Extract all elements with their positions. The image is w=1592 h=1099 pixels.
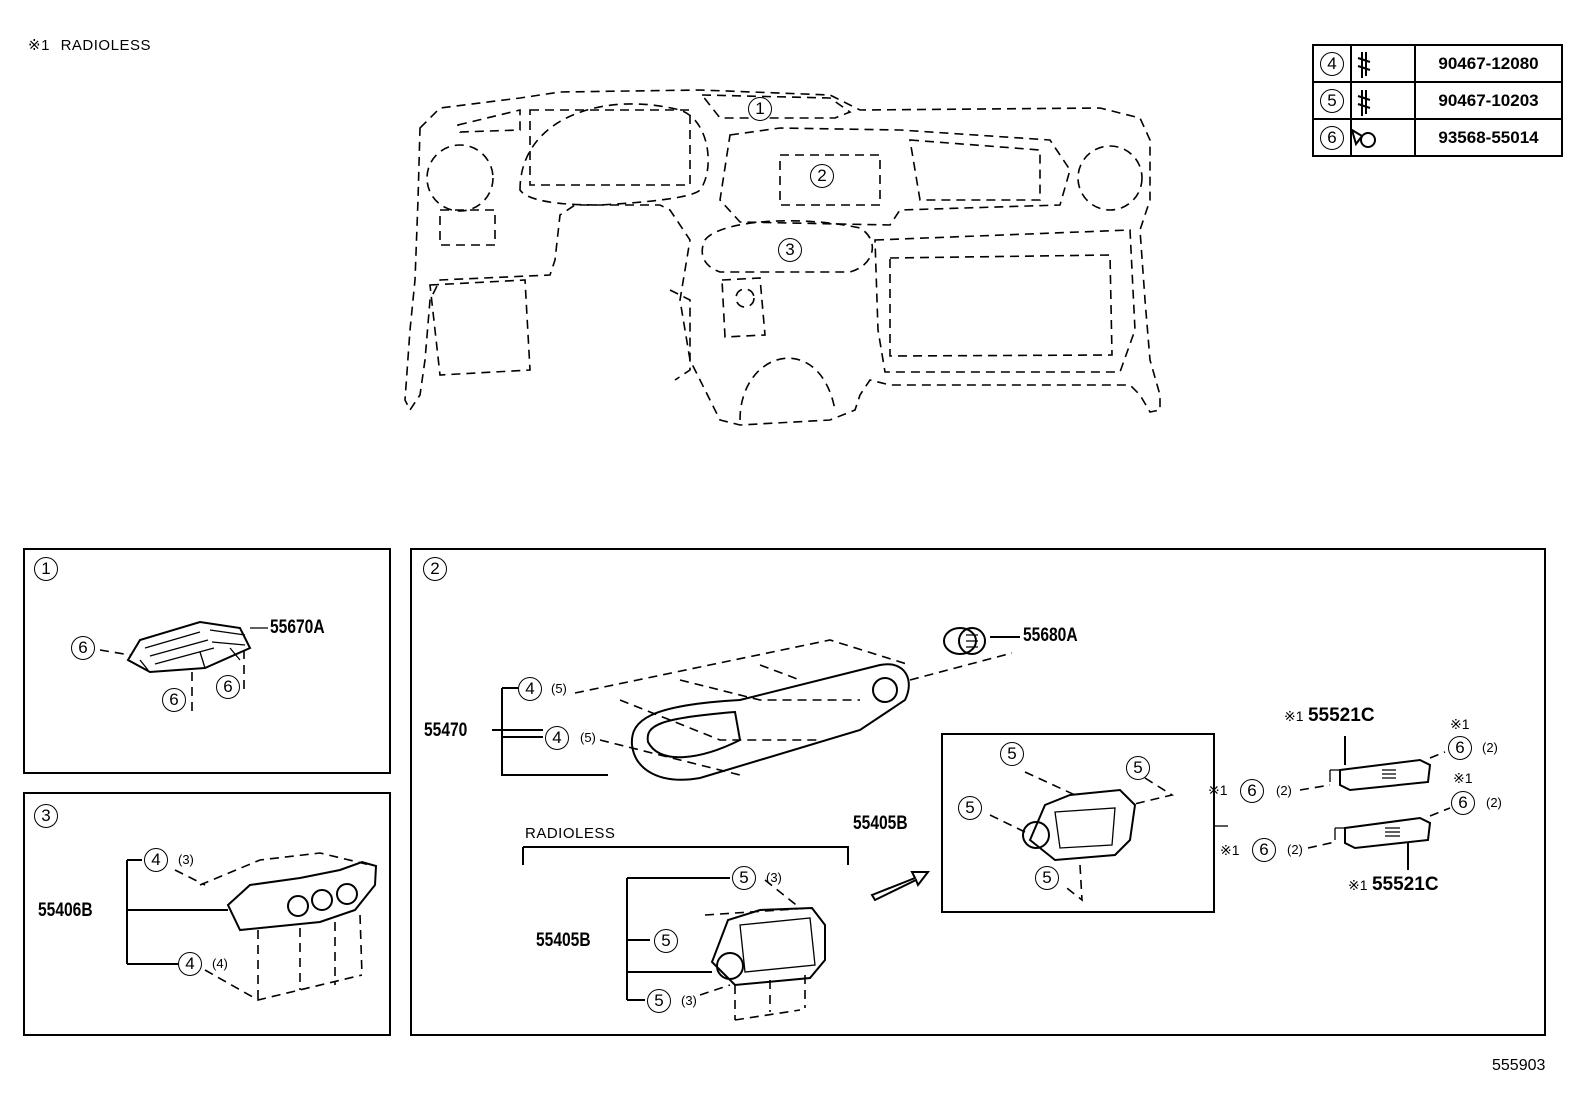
- panel-id: 2: [423, 557, 447, 581]
- legend-part-number: 90467-12080: [1414, 44, 1563, 83]
- quantity-label: (5): [551, 681, 567, 696]
- quantity-label: (5): [580, 730, 596, 745]
- fastener-ref: 5: [1126, 756, 1150, 780]
- quantity-label: (2): [1276, 783, 1292, 798]
- fastener-ref: 6: [1451, 791, 1475, 815]
- fastener-ref: 5: [647, 989, 671, 1013]
- legend-row: 4 90467-12080: [1312, 44, 1563, 83]
- legend-row: 5 90467-10203: [1312, 81, 1563, 120]
- fastener-ref: 5: [958, 796, 982, 820]
- pocket-label-bottom[interactable]: ※1 55521C: [1348, 874, 1439, 896]
- quantity-label: (3): [178, 852, 194, 867]
- note-text: RADIOLESS: [60, 37, 151, 54]
- fastener-ref: 5: [732, 866, 756, 890]
- radioless-symbol: ※1: [1284, 708, 1304, 724]
- panel1-drawing: [99, 620, 268, 712]
- fastener-ref: 5: [654, 929, 678, 953]
- legend-ref: 6: [1320, 125, 1344, 150]
- fastener-ref: 6: [1240, 779, 1264, 803]
- legend-row: 6 93568-55014: [1312, 118, 1563, 157]
- legend-ref: 5: [1320, 88, 1344, 113]
- quantity-label: (4): [212, 956, 228, 971]
- clip-icon: [1350, 44, 1416, 83]
- legend-part-number: 90467-10203: [1414, 81, 1563, 120]
- quantity-label: (3): [766, 870, 782, 885]
- fastener-ref: 4: [518, 677, 542, 701]
- legend-part-number: 93568-55014: [1414, 118, 1563, 157]
- part-number-label[interactable]: 55680A: [1023, 625, 1078, 646]
- note-symbol: ※1: [28, 37, 50, 54]
- screw-icon: [1350, 118, 1416, 157]
- part-number-label: 55521C: [1307, 705, 1375, 726]
- clip-icon: [1350, 81, 1416, 120]
- panel-id: 3: [34, 804, 58, 828]
- panel2-inset-drawing: [941, 733, 1228, 913]
- pocket-label-top[interactable]: ※1 55521C: [1284, 705, 1375, 727]
- fastener-ref: 6: [216, 675, 240, 699]
- fastener-ref: 5: [1035, 866, 1059, 890]
- quantity-label: (2): [1486, 795, 1502, 810]
- legend-ref: 4: [1320, 51, 1344, 76]
- panel2-radioless-drawing: [522, 846, 931, 1021]
- overview-callout[interactable]: 2: [810, 164, 834, 188]
- dashboard-overview-drawing: [404, 89, 1161, 426]
- fastener-ref: 4: [144, 848, 168, 872]
- radioless-label: RADIOLESS: [525, 825, 616, 842]
- part-number-label: 55521C: [1371, 874, 1439, 895]
- fastener-ref: 6: [1448, 736, 1472, 760]
- detail-panel-3: [23, 792, 391, 1036]
- panel2-bezel-drawing: [492, 627, 1020, 781]
- radioless-symbol: ※1: [1220, 842, 1240, 858]
- radioless-symbol: ※1: [1450, 716, 1470, 732]
- part-number-label[interactable]: 55405B: [853, 813, 908, 834]
- radioless-symbol: ※1: [1208, 782, 1228, 798]
- quantity-label: (2): [1482, 740, 1498, 755]
- quantity-label: (2): [1287, 842, 1303, 857]
- panel-id: 1: [34, 557, 58, 581]
- panel2-pocket-drawing: [1299, 736, 1451, 870]
- detail-panel-2: [410, 548, 1546, 1036]
- part-number-label[interactable]: 55405B: [536, 930, 591, 951]
- quantity-label: (3): [681, 993, 697, 1008]
- fastener-legend: 4 90467-12080 5 90467-10203 6 93568-5501…: [1312, 44, 1563, 157]
- fastener-ref: 6: [162, 688, 186, 712]
- fastener-ref: 5: [1000, 742, 1024, 766]
- fastener-ref: 6: [1252, 838, 1276, 862]
- drawing-number: 555903: [1492, 1057, 1546, 1074]
- radioless-symbol: ※1: [1348, 877, 1368, 893]
- overview-callout[interactable]: 1: [748, 97, 772, 121]
- fastener-ref: 6: [71, 636, 95, 660]
- header-note: ※1 RADIOLESS: [28, 36, 151, 54]
- panel3-drawing: [126, 852, 378, 1001]
- radioless-symbol: ※1: [1453, 770, 1473, 786]
- part-number-label[interactable]: 55470: [424, 720, 468, 741]
- detail-panel-1: [23, 548, 391, 774]
- fastener-ref: 4: [178, 952, 202, 976]
- part-number-label[interactable]: 55406B: [38, 900, 93, 921]
- fastener-ref: 4: [545, 726, 569, 750]
- overview-callout[interactable]: 3: [778, 238, 802, 262]
- part-number-label[interactable]: 55670A: [270, 617, 325, 638]
